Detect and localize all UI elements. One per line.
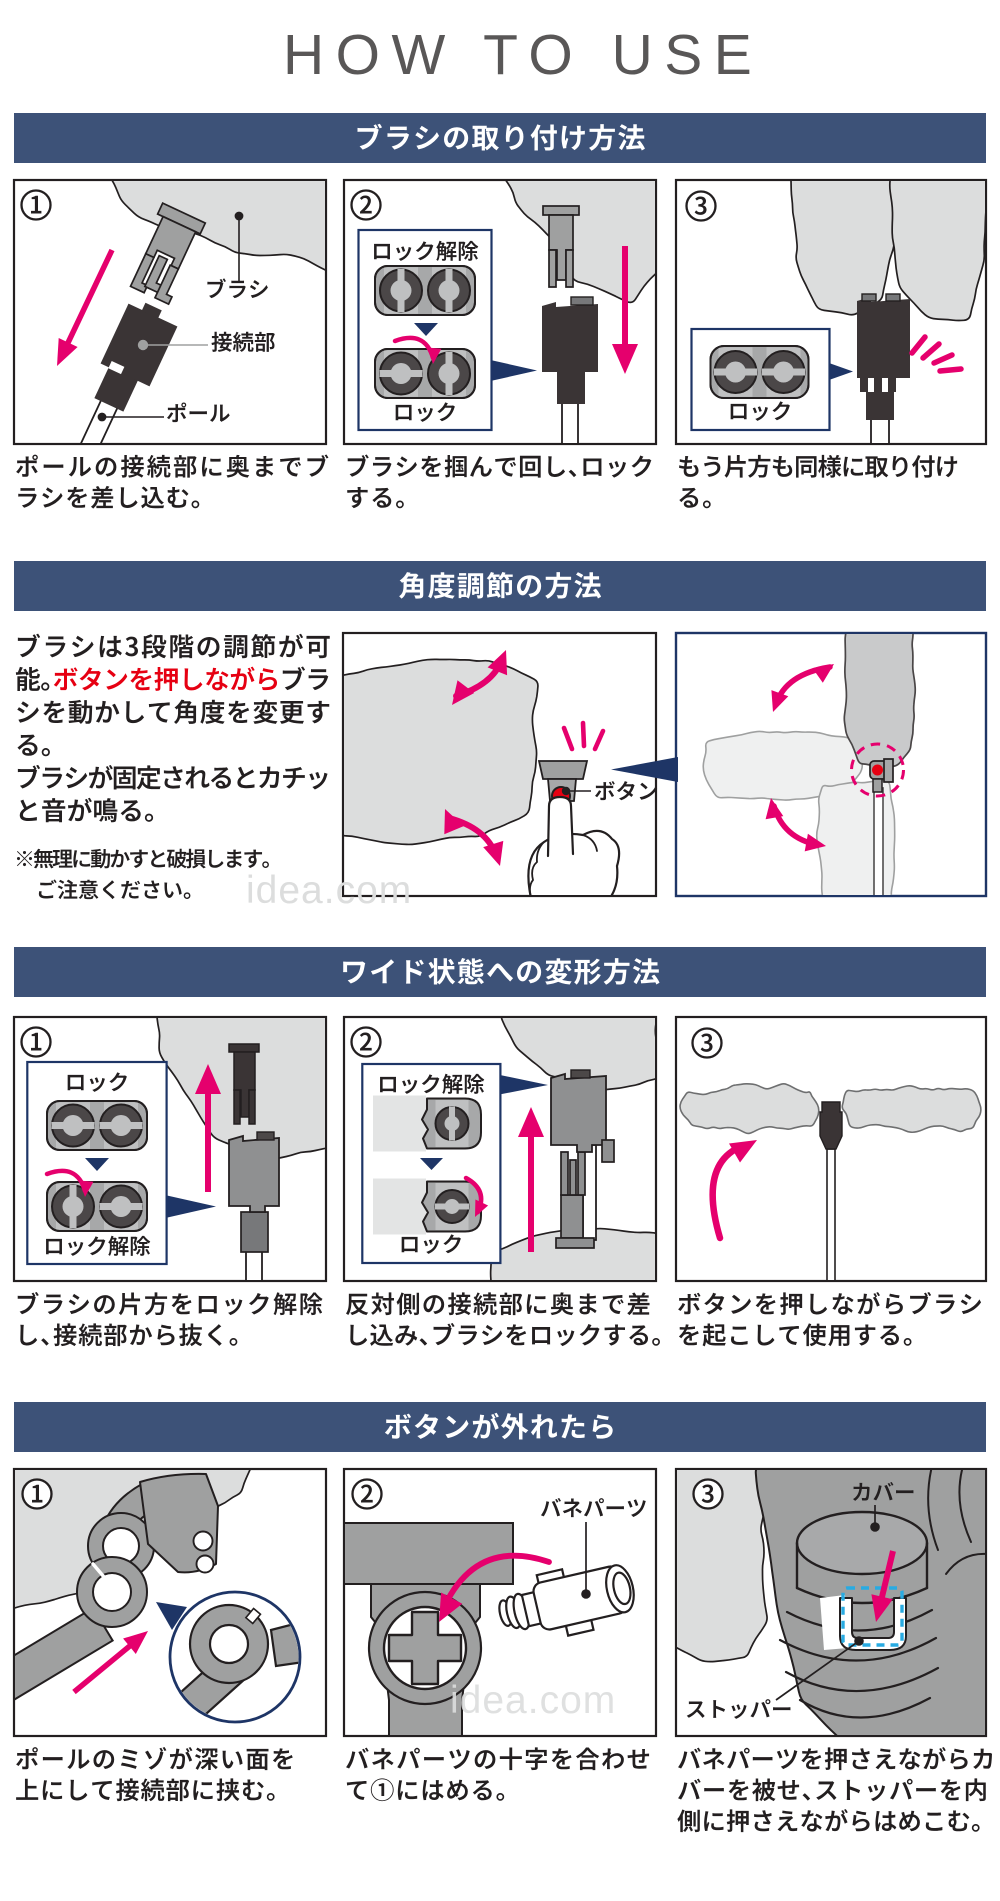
svg-text:HOW TO USE: HOW TO USE — [283, 23, 763, 87]
svg-text:idea.com: idea.com — [246, 869, 412, 912]
svg-text:idea.com: idea.com — [450, 1679, 616, 1722]
